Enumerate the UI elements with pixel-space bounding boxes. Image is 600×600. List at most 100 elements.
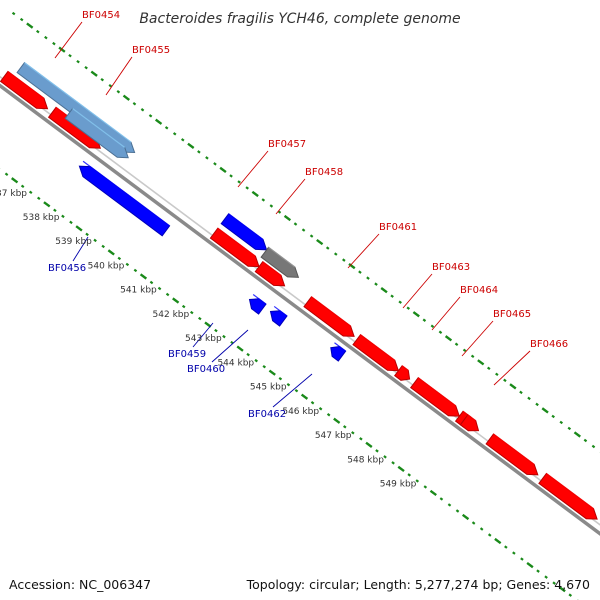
leader-bf0454 [54, 21, 83, 59]
tick-mark [205, 156, 209, 160]
tick-mark [375, 449, 379, 453]
tick-mark [326, 413, 331, 417]
tick-mark [140, 108, 145, 112]
tick-mark [172, 297, 180, 304]
tick-mark [214, 328, 218, 333]
tick-mark [333, 417, 341, 424]
tick-mark [93, 238, 97, 243]
label-leaders [54, 21, 531, 408]
tick-mark [494, 537, 502, 545]
leader-bf0456 [72, 236, 89, 262]
tick-mark [366, 276, 370, 280]
gene-features [0, 61, 598, 520]
tick-mark [568, 593, 573, 597]
gene-bf0459[interactable] [248, 298, 267, 315]
leader-bf0457 [237, 150, 269, 188]
leader-bf0458 [275, 178, 306, 215]
tick-mark [477, 359, 485, 366]
gene-label-bf0458[interactable]: BF0458 [305, 167, 343, 178]
gene-label-bf0456[interactable]: BF0456 [48, 263, 86, 274]
coord-label-544-kbp: 544 kbp [217, 358, 254, 368]
gene-label-bf0464[interactable]: BF0464 [460, 285, 498, 296]
tick-mark [278, 376, 283, 381]
gene-bf0460[interactable] [269, 310, 288, 327]
gene-label-bf0463[interactable]: BF0463 [432, 262, 470, 273]
tick-mark [487, 533, 492, 537]
coord-label-538-kbp: 538 kbp [23, 213, 60, 223]
tick-mark [213, 162, 217, 166]
tick-mark [132, 102, 137, 106]
tick-mark [198, 316, 202, 321]
tick-mark [544, 575, 548, 579]
gene-label-bf0466[interactable]: BF0466 [530, 339, 568, 350]
leader-bf0462 [272, 373, 313, 408]
gene-label-bf0457[interactable]: BF0457 [268, 139, 306, 150]
tick-mark [254, 358, 258, 363]
tick-mark [139, 273, 148, 280]
tick-mark [165, 292, 170, 297]
gene-label-bf0462[interactable]: BF0462 [248, 409, 286, 420]
tick-mark [470, 354, 475, 359]
gene-bf0462[interactable] [330, 345, 347, 362]
tick-mark [573, 431, 581, 438]
tick-mark [189, 310, 194, 315]
tick-mark [447, 503, 452, 507]
tick-mark [455, 509, 460, 513]
tick-mark [444, 335, 453, 342]
tick-mark [187, 142, 195, 149]
tick-mark [406, 306, 411, 310]
tick-mark [164, 126, 169, 130]
tick-mark [342, 425, 347, 429]
leader-bf0461 [347, 233, 380, 269]
coord-label-545-kbp: 545 kbp [250, 383, 287, 393]
tick-mark [479, 527, 484, 531]
tick-mark [391, 461, 395, 465]
tick-mark [438, 330, 443, 334]
tick-mark [219, 166, 227, 174]
tick-mark [536, 569, 540, 573]
gene-bevel [273, 305, 288, 317]
tick-mark [36, 196, 41, 201]
gene-bevel [360, 334, 396, 361]
tick-mark [541, 407, 549, 414]
gene-label-bf0455[interactable]: BF0455 [132, 45, 170, 56]
tick-mark [509, 383, 517, 390]
gene-label-bf0465[interactable]: BF0465 [493, 309, 531, 320]
tick-mark [122, 94, 130, 101]
tick-mark [268, 369, 276, 376]
tick-mark [486, 366, 491, 371]
tick-mark [11, 11, 16, 16]
tick-mark [68, 53, 72, 58]
gene-label-bf0460[interactable]: BF0460 [187, 364, 225, 375]
tick-mark [583, 438, 588, 443]
tick-mark [261, 198, 266, 202]
tick-mark [520, 557, 524, 561]
tick-mark [222, 334, 226, 339]
gene-bevel [217, 227, 256, 257]
tick-mark [390, 294, 394, 298]
tick-mark [591, 444, 596, 449]
gene-label-bf0459[interactable]: BF0459 [168, 349, 206, 360]
tick-mark [504, 545, 508, 549]
tick-mark [108, 84, 113, 88]
tick-mark [559, 420, 564, 425]
gene-bevel [401, 365, 409, 371]
gene-label-bf0461[interactable]: BF0461 [379, 222, 417, 233]
gene-label-bf0454[interactable]: BF0454 [82, 10, 120, 21]
tick-mark [439, 497, 444, 501]
tick-mark [269, 204, 274, 208]
tick-mark [527, 396, 531, 401]
leader-bf0464 [431, 296, 461, 331]
tick-mark [229, 174, 233, 178]
tick-mark [495, 372, 499, 377]
gene-bevel [467, 414, 477, 422]
tick-mark [19, 17, 24, 22]
tick-mark [180, 138, 185, 142]
tick-mark [43, 201, 51, 208]
tick-mark [351, 431, 355, 435]
gene-bevel [311, 296, 352, 327]
gene-bevel [252, 294, 267, 305]
tick-mark [380, 287, 388, 294]
tick-mark [26, 22, 34, 29]
